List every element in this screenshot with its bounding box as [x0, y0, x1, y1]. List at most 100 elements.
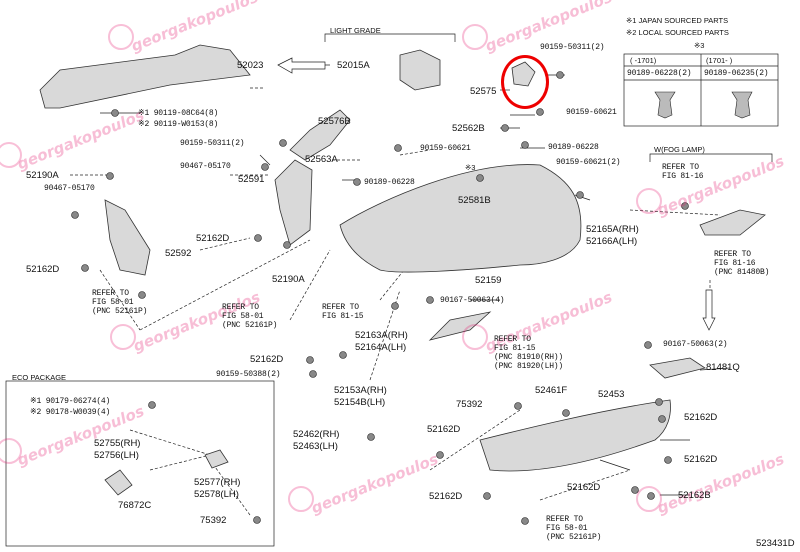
clip-icon-1	[654, 91, 676, 119]
label-76872c: 76872C	[118, 500, 152, 511]
refer-58-2-a: REFER TO	[222, 303, 259, 312]
label-52592: 52592	[165, 248, 192, 259]
watermark-logo	[288, 486, 314, 512]
refer-81-16-e: (PNC 81480B)	[714, 268, 770, 277]
watermark-logo	[462, 324, 488, 350]
clip-icon-2	[731, 91, 753, 119]
label-52162d-b: 52162D	[26, 264, 60, 275]
label-90159-50388: 90159-50388(2)	[216, 370, 281, 379]
watermark-logo	[110, 324, 136, 350]
label-75392-a: 75392	[456, 399, 483, 410]
light-grade-header: LIGHT GRADE	[330, 26, 381, 35]
label-52756: 52756(LH)	[94, 450, 139, 461]
label-52166a: 52166A(LH)	[586, 236, 638, 247]
label-90467-05170-a: 90467-05170	[180, 162, 231, 171]
label-52575: 52575	[470, 86, 497, 97]
watermark-logo	[636, 486, 662, 512]
label-52023: 52023	[237, 60, 264, 71]
eco-part-52755	[104, 469, 133, 496]
refer-58-2-c: (PNC 52161P)	[222, 321, 278, 330]
label-90159-60621-2: 90159-60621(2)	[556, 158, 621, 167]
legend-local: ※2 LOCAL SOURCED PARTS	[626, 28, 729, 37]
label-52162d-e: 52162D	[427, 424, 461, 435]
refer-58-b: FIG 58-01	[92, 298, 134, 307]
label-81481q: 81481Q	[706, 362, 740, 373]
watermark-logo	[462, 24, 488, 50]
refer-58-a: REFER TO	[92, 289, 129, 298]
eco-part-52577	[204, 449, 229, 469]
label-52159: 52159	[475, 275, 502, 286]
legend-col1-part: 90189-06228(2)	[627, 69, 692, 78]
label-52162d-c: 52162D	[250, 354, 284, 365]
label-90467-05170-b: 90467-05170	[44, 184, 95, 193]
refer-58-3-a: REFER TO	[546, 515, 583, 524]
label-52577: 52577(RH)	[194, 477, 241, 488]
label-mark-3: ※3	[465, 163, 476, 172]
label-90119-b: ※2 90119-W0153(8)	[138, 120, 219, 129]
eco-label-2: ※2 90178-W0039(4)	[30, 408, 111, 417]
bracket-52576b	[289, 109, 351, 161]
legend-japan: ※1 JAPAN SOURCED PARTS	[626, 16, 729, 25]
refer-81-16-a: REFER TO	[662, 163, 699, 172]
label-52163a: 52163A(RH)	[355, 330, 408, 341]
refer-58-3-b: FIG 58-01	[546, 524, 588, 533]
label-90189-06228-b: 90189-06228	[364, 178, 415, 187]
eco-label-1: ※1 90179-06274(4)	[30, 397, 111, 406]
label-52162d-a: 52162D	[196, 233, 230, 244]
label-52162d-g: 52162D	[567, 482, 601, 493]
label-52591: 52591	[238, 174, 265, 185]
label-90189-06228-a: 90189-06228	[548, 143, 599, 152]
label-90159-60621-a: 90159-60621	[566, 108, 617, 117]
label-52162b: 52162B	[678, 490, 711, 501]
refer-81-16-d: FIG 81-16	[714, 259, 756, 268]
bumper-cover-52159	[339, 164, 582, 273]
refer-81-15-f: (PNC 81920(LH))	[494, 362, 564, 371]
watermark-logo	[108, 24, 134, 50]
label-52578: 52578(LH)	[194, 489, 239, 500]
reflector-81481q	[649, 357, 706, 379]
label-52755: 52755(RH)	[94, 438, 141, 449]
refer-58-2-b: FIG 58-01	[222, 312, 264, 321]
lower-cover-52453	[479, 399, 671, 472]
label-90159-60621-b: 90159-60621	[420, 144, 471, 153]
label-52463: 52463(LH)	[293, 441, 338, 452]
label-52576b: 52576B	[318, 116, 351, 127]
fog-lamp-header: W(FOG LAMP)	[654, 145, 705, 154]
label-52154b: 52154B(LH)	[334, 397, 386, 408]
refer-81-16-c: REFER TO	[714, 250, 751, 259]
label-52190a-a: 52190A	[26, 170, 59, 181]
refer-81-15-b: FIG 81-15	[322, 312, 364, 321]
legend-mark: ※3	[694, 41, 705, 50]
retainer-52591	[274, 159, 313, 246]
refer-58-3-c: (PNC 52161P)	[546, 533, 602, 542]
label-52190a-b: 52190A	[272, 274, 305, 285]
label-52164a: 52164A(LH)	[355, 342, 407, 353]
label-52462: 52462(RH)	[293, 429, 340, 440]
bracket-52592	[104, 199, 151, 276]
fog-lamp-part	[699, 209, 766, 236]
label-52461f: 52461F	[535, 385, 568, 396]
label-52162d-h: 52162D	[429, 491, 463, 502]
refer-58-c: (PNC 52161P)	[92, 307, 148, 316]
legend-col2-head: (1701- )	[706, 56, 733, 65]
watermark-logo	[636, 188, 662, 214]
watermark-logo	[0, 142, 22, 168]
label-52015a: 52015A	[337, 60, 370, 71]
label-75392-b: 75392	[200, 515, 227, 526]
label-90159-50311-top: 90159-50311(2)	[540, 43, 605, 52]
label-52563a: 52563A	[305, 154, 338, 165]
reinforcement-52023	[39, 44, 251, 109]
label-52453: 52453	[598, 389, 625, 400]
bracket-52015a	[399, 49, 441, 91]
refer-81-15-e: (PNC 81910(RH))	[494, 353, 564, 362]
refer-81-16-b: FIG 81-16	[662, 172, 704, 181]
bracket-52163a	[428, 311, 492, 341]
legend-col2-part: 90189-06235(2)	[704, 69, 769, 78]
figure-code: 523431D	[756, 538, 795, 549]
legend-col1-head: ( -1701)	[630, 56, 657, 65]
label-90167-50063-b: 90167-50063(2)	[663, 340, 728, 349]
watermark-logo	[0, 438, 22, 464]
